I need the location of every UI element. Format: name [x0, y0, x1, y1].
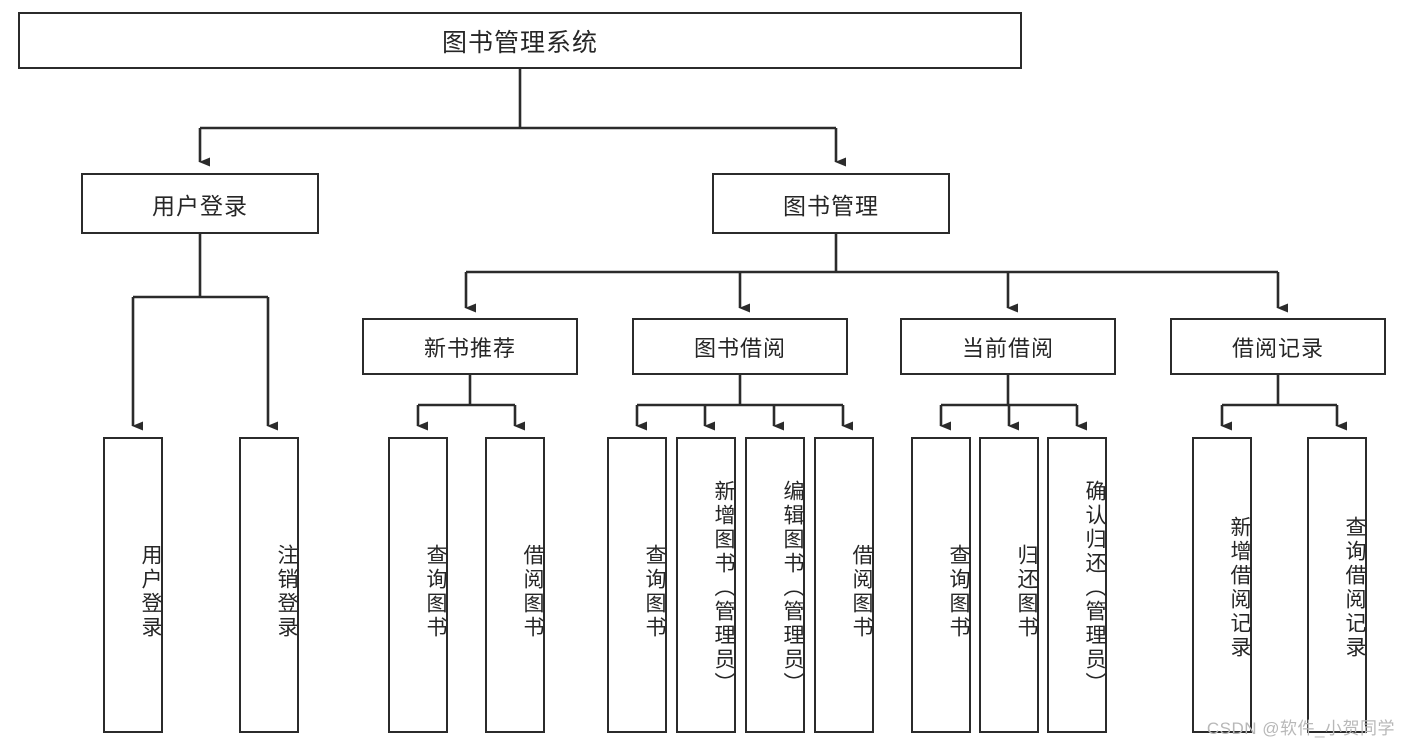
node-new-book-recommend[interactable]: 新书推荐 — [362, 318, 578, 375]
leaf-current-query-book[interactable]: 查询图书 — [911, 437, 971, 733]
node-book-borrow[interactable]: 图书借阅 — [632, 318, 848, 375]
leaf-borrow-add-book-admin[interactable]: 新增图书（管理员） — [676, 437, 736, 733]
leaf-user-login-logout[interactable]: 注销登录 — [239, 437, 299, 733]
leaf-borrow-edit-book-admin[interactable]: 编辑图书（管理员） — [745, 437, 805, 733]
leaf-record-query-borrow-record[interactable]: 查询借阅记录 — [1307, 437, 1367, 733]
node-user-login[interactable]: 用户登录 — [81, 173, 319, 234]
leaf-current-confirm-return-admin[interactable]: 确认归还（管理员） — [1047, 437, 1107, 733]
node-current-borrow[interactable]: 当前借阅 — [900, 318, 1116, 375]
csdn-watermark: CSDN @软件_小贺同学 — [1206, 719, 1395, 738]
leaf-borrow-borrow-book[interactable]: 借阅图书 — [814, 437, 874, 733]
node-book-management[interactable]: 图书管理 — [712, 173, 950, 234]
leaf-recommend-query-book[interactable]: 查询图书 — [388, 437, 448, 733]
leaf-borrow-query-book[interactable]: 查询图书 — [607, 437, 667, 733]
leaf-record-add-borrow-record[interactable]: 新增借阅记录 — [1192, 437, 1252, 733]
node-root-system[interactable]: 图书管理系统 — [18, 12, 1022, 69]
leaf-current-return-book[interactable]: 归还图书 — [979, 437, 1039, 733]
leaf-user-login-login[interactable]: 用户登录 — [103, 437, 163, 733]
node-borrow-record[interactable]: 借阅记录 — [1170, 318, 1386, 375]
leaf-recommend-borrow-book[interactable]: 借阅图书 — [485, 437, 545, 733]
